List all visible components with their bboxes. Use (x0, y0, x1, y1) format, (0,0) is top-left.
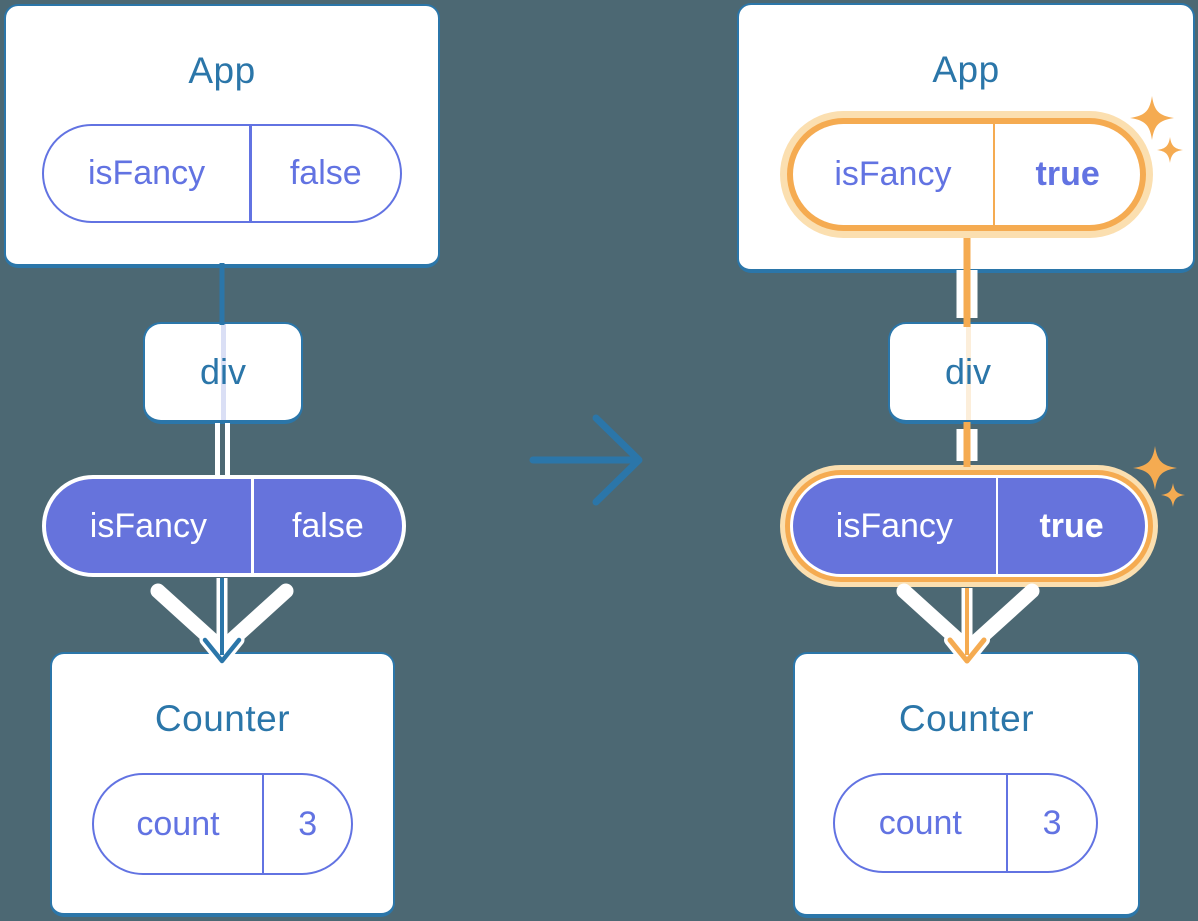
counter-card-after: Counter count 3 (793, 652, 1140, 918)
counter-title: Counter (154, 698, 291, 739)
sparkles-icon (1161, 483, 1185, 507)
pill-divider (249, 126, 252, 221)
state-pill-counter-after: count 3 (833, 773, 1098, 873)
div-label: div (944, 351, 992, 392)
prop-value: true (1035, 155, 1100, 193)
highlight-ring-inner: isFancy true (790, 475, 1148, 577)
prop-pass-line (965, 324, 971, 420)
prop-name: isFancy (835, 506, 953, 545)
prop-name: isFancy (834, 155, 952, 193)
state-name: count (136, 804, 220, 843)
highlight-ring: isFancy true (785, 470, 1153, 582)
state-value: 3 (298, 804, 318, 843)
arrow-down-chevron-icon (896, 583, 1040, 657)
pill-divider (1005, 775, 1009, 871)
pill-divider (250, 479, 254, 573)
prop-value: false (291, 506, 364, 545)
pill-divider (992, 124, 996, 225)
pill-divider (995, 478, 999, 574)
state-pill-counter-before: count 3 (92, 773, 353, 875)
app-card-before: App isFancy false (4, 4, 440, 268)
state-name: count (878, 803, 962, 842)
app-title: App (932, 49, 1000, 90)
prop-pill-passed-before: isFancy false (42, 475, 406, 577)
div-card-before: div (143, 322, 303, 424)
prop-pass-line (220, 324, 226, 420)
arrow-down-chevron-icon (150, 583, 294, 657)
app-title: App (188, 50, 256, 91)
prop-value: true (1039, 506, 1104, 545)
counter-title: Counter (898, 698, 1035, 739)
highlight-ring: isFancy true (787, 118, 1146, 231)
pill-divider (261, 775, 265, 873)
prop-name: isFancy (87, 154, 206, 192)
prop-name: isFancy (89, 506, 207, 545)
div-card-after: div (888, 322, 1048, 424)
counter-card-before: Counter count 3 (50, 652, 395, 917)
prop-value: false (289, 154, 362, 192)
div-label: div (199, 351, 247, 392)
state-value: 3 (1042, 803, 1062, 842)
prop-pill-app-after-highlighted: isFancy true (780, 111, 1153, 238)
prop-pill-passed-after-highlighted: isFancy true (780, 465, 1158, 587)
arrow-right-icon (529, 414, 643, 506)
prop-pill-app-before: isFancy false (42, 124, 402, 223)
